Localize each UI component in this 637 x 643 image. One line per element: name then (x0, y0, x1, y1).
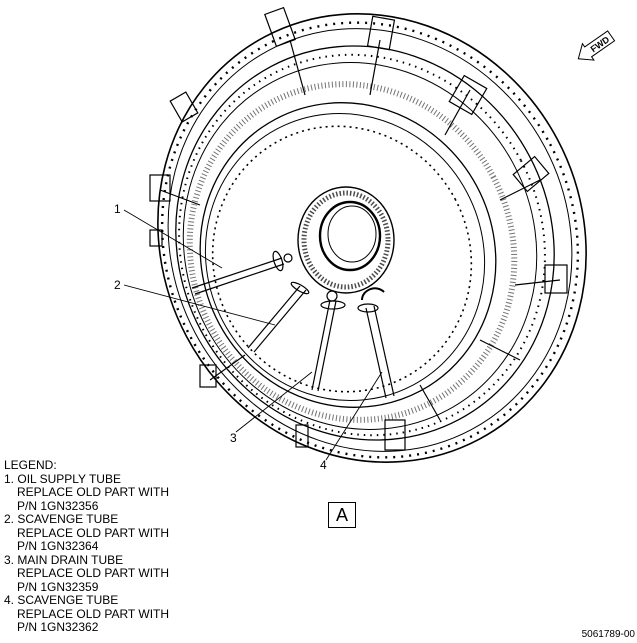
callout-1: 1 (114, 202, 121, 216)
outer-frame-ring-inner (167, 28, 573, 452)
legend-item-number: 4. (4, 593, 15, 607)
legend-item-part: P/N 1GN32359 (17, 579, 99, 594)
legend-item-part: P/N 1GN32362 (17, 620, 99, 634)
main-drain-tube (311, 290, 346, 392)
scavenge-tube-4 (357, 287, 395, 399)
leader-line-2 (123, 284, 276, 326)
leader-line-1 (123, 209, 223, 269)
outer-frame-ring (157, 13, 587, 463)
bolt-circle (160, 21, 580, 459)
legend-item-note: REPLACE OLD PART WITH (17, 525, 170, 540)
callout-4: 4 (320, 458, 327, 472)
legend-heading: LEGEND: (4, 458, 57, 472)
legend-item-note: REPLACE OLD PART WITH (17, 485, 170, 499)
inner-case-ring-2 (204, 113, 486, 401)
frame-struts (159, 39, 561, 421)
vane-ring (186, 81, 518, 423)
leader-line-3 (235, 371, 313, 433)
center-hub-bore (318, 200, 382, 272)
view-label: A (328, 502, 356, 528)
drawing-number: 5061789-00 (581, 629, 635, 640)
center-hub-teeth (301, 190, 391, 290)
legend-item-name: MAIN DRAIN TUBE (17, 552, 124, 567)
legend-item-part: P/N 1GN32356 (17, 498, 99, 513)
leader-line-4 (325, 371, 383, 461)
callout-3: 3 (230, 431, 237, 445)
center-hub-bore-inner (327, 205, 377, 263)
inner-case-ring-3 (211, 125, 473, 393)
legend: LEGEND: 1. OIL SUPPLY TUBE REPLACE OLD P… (4, 458, 170, 635)
scavenge-tube-2 (247, 281, 310, 353)
legend-item-number: 1. (4, 471, 15, 486)
legend-item-number: 2. (4, 512, 15, 526)
frame-flange-ring-inner (182, 62, 538, 430)
legend-item-number: 3. (4, 552, 15, 567)
legend-item-note: REPLACE OLD PART WITH (17, 566, 170, 580)
forward-arrow-icon: FWD (577, 30, 616, 61)
legend-item-note: REPLACE OLD PART WITH (17, 606, 170, 621)
legend-item-1: 1. OIL SUPPLY TUBE (4, 471, 169, 487)
legend-item-4: 4. SCAVENGE TUBE (4, 593, 169, 608)
legend-item-name: OIL SUPPLY TUBE (17, 471, 121, 486)
legend-item-part: P/N 1GN32364 (17, 539, 99, 553)
center-hub-outer (297, 186, 395, 294)
legend-item-2: 2. SCAVENGE TUBE (4, 512, 169, 527)
legend-item-3: 3. MAIN DRAIN TUBE (4, 552, 169, 568)
oil-supply-tube (191, 250, 293, 295)
inner-case-ring (199, 102, 497, 408)
frame-flange-ring (175, 45, 555, 441)
legend-item-name: SCAVENGE TUBE (17, 512, 119, 526)
legend-item-name: SCAVENGE TUBE (17, 593, 119, 607)
frame-fittings (149, 6, 568, 451)
callout-2: 2 (114, 278, 121, 292)
